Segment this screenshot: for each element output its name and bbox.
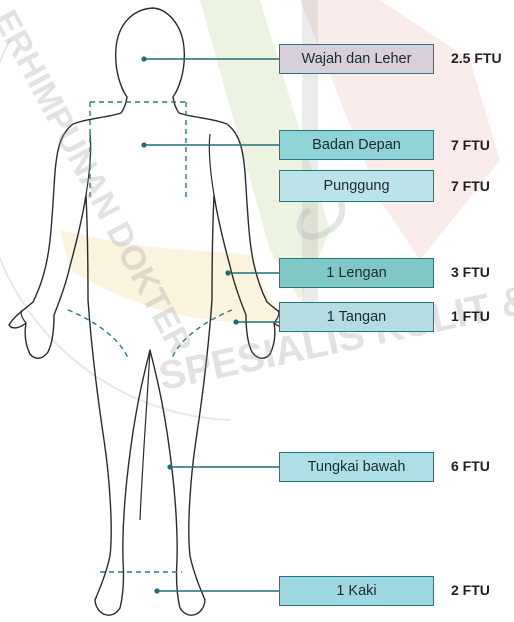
connector-dot-tungkai	[167, 464, 172, 469]
connector-dot-badan-depan	[141, 142, 146, 147]
connector-dot-wajah	[141, 56, 146, 61]
label-wajah-dan-leher: Wajah dan Leher	[279, 44, 434, 74]
label-1-kaki: 1 Kaki	[279, 576, 434, 606]
right-armpit-line	[209, 134, 214, 195]
value-badan-depan: 7 FTU	[451, 137, 490, 153]
inner-leg-line	[140, 350, 150, 520]
value-punggung: 7 FTU	[451, 178, 490, 194]
value-tungkai-bawah: 6 FTU	[451, 458, 490, 474]
groin-boundary-left	[68, 310, 128, 358]
connector-dot-kaki	[154, 588, 159, 593]
value-1-kaki: 2 FTU	[451, 582, 490, 598]
connector-dot-lengan	[225, 270, 230, 275]
label-1-lengan: 1 Lengan	[279, 258, 434, 288]
connector-dot-tangan	[233, 319, 238, 324]
value-1-lengan: 3 FTU	[451, 264, 490, 280]
left-thumb-line	[21, 310, 26, 323]
label-badan-depan: Badan Depan	[279, 130, 434, 160]
label-tungkai-bawah: Tungkai bawah	[279, 452, 434, 482]
value-1-tangan: 1 FTU	[451, 308, 490, 324]
label-1-tangan: 1 Tangan	[279, 302, 434, 332]
label-punggung: Punggung	[279, 170, 434, 202]
value-wajah-dan-leher: 2.5 FTU	[451, 50, 502, 66]
